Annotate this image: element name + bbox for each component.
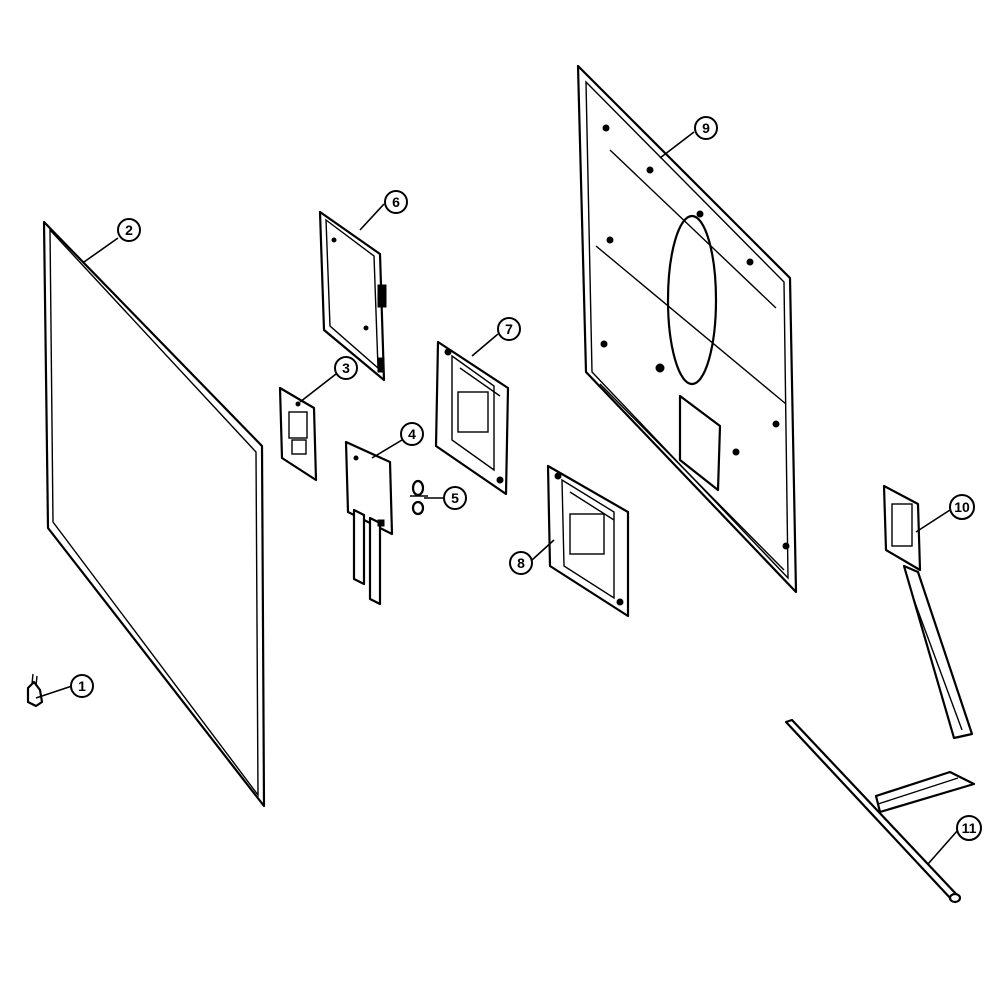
- part-3-bracket: [278, 386, 318, 482]
- callout-11: 11: [956, 815, 982, 841]
- callout-label: 8: [517, 555, 525, 571]
- callout-label: 10: [954, 499, 970, 515]
- part-5-clip: [410, 479, 428, 516]
- part-9-rear-cover: [576, 64, 798, 594]
- callout-3: 3: [334, 356, 358, 380]
- callout-label: 4: [408, 426, 416, 442]
- callout-6: 6: [384, 190, 408, 214]
- part-7-speaker: [434, 340, 510, 496]
- callout-label: 3: [342, 360, 350, 376]
- callout-7: 7: [497, 317, 521, 341]
- callout-1: 1: [70, 674, 94, 698]
- callout-2: 2: [117, 218, 141, 242]
- part-2-panel: [42, 220, 266, 808]
- callout-label: 11: [962, 820, 977, 836]
- callout-5: 5: [443, 486, 467, 510]
- callout-8: 8: [509, 551, 533, 575]
- callout-label: 9: [702, 120, 710, 136]
- part-6-main-board: [318, 210, 387, 382]
- part-4-board: [344, 440, 394, 606]
- callout-label: 1: [78, 678, 86, 694]
- callout-label: 6: [392, 194, 400, 210]
- leader-lines: [35, 131, 959, 865]
- part-1-button: [26, 673, 44, 708]
- callout-label: 7: [505, 321, 513, 337]
- part-10-stand-neck: [882, 484, 974, 740]
- callout-4: 4: [400, 422, 424, 446]
- callout-label: 5: [451, 490, 459, 506]
- callout-10: 10: [949, 494, 975, 520]
- callout-9: 9: [694, 116, 718, 140]
- part-11-stand-base: [784, 718, 976, 904]
- callout-label: 2: [125, 222, 133, 238]
- part-8-speaker: [546, 464, 630, 618]
